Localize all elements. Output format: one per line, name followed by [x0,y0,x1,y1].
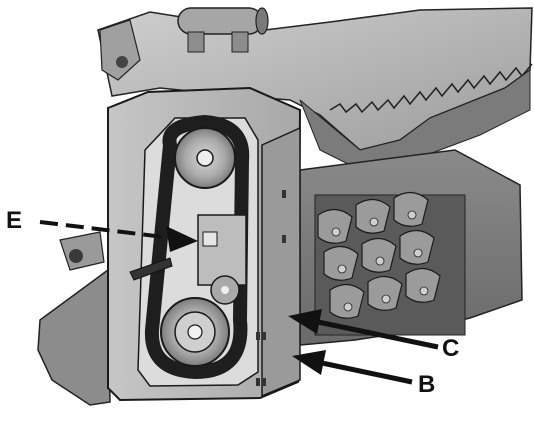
upper-pulley [174,127,236,189]
hitch-bracket [59,19,141,271]
callout-b: B [292,350,435,398]
callout-label-b: B [418,371,435,398]
flail-rotor [314,191,466,336]
hydraulic-cylinder [177,7,269,53]
belt-tensioner [129,214,247,305]
callout-c: C [288,309,459,362]
lower-pulley [160,297,230,367]
callout-label-c: C [442,335,459,362]
drive-belt [144,115,250,379]
callout-label-e: E [6,207,22,234]
callout-e: E [6,207,198,252]
